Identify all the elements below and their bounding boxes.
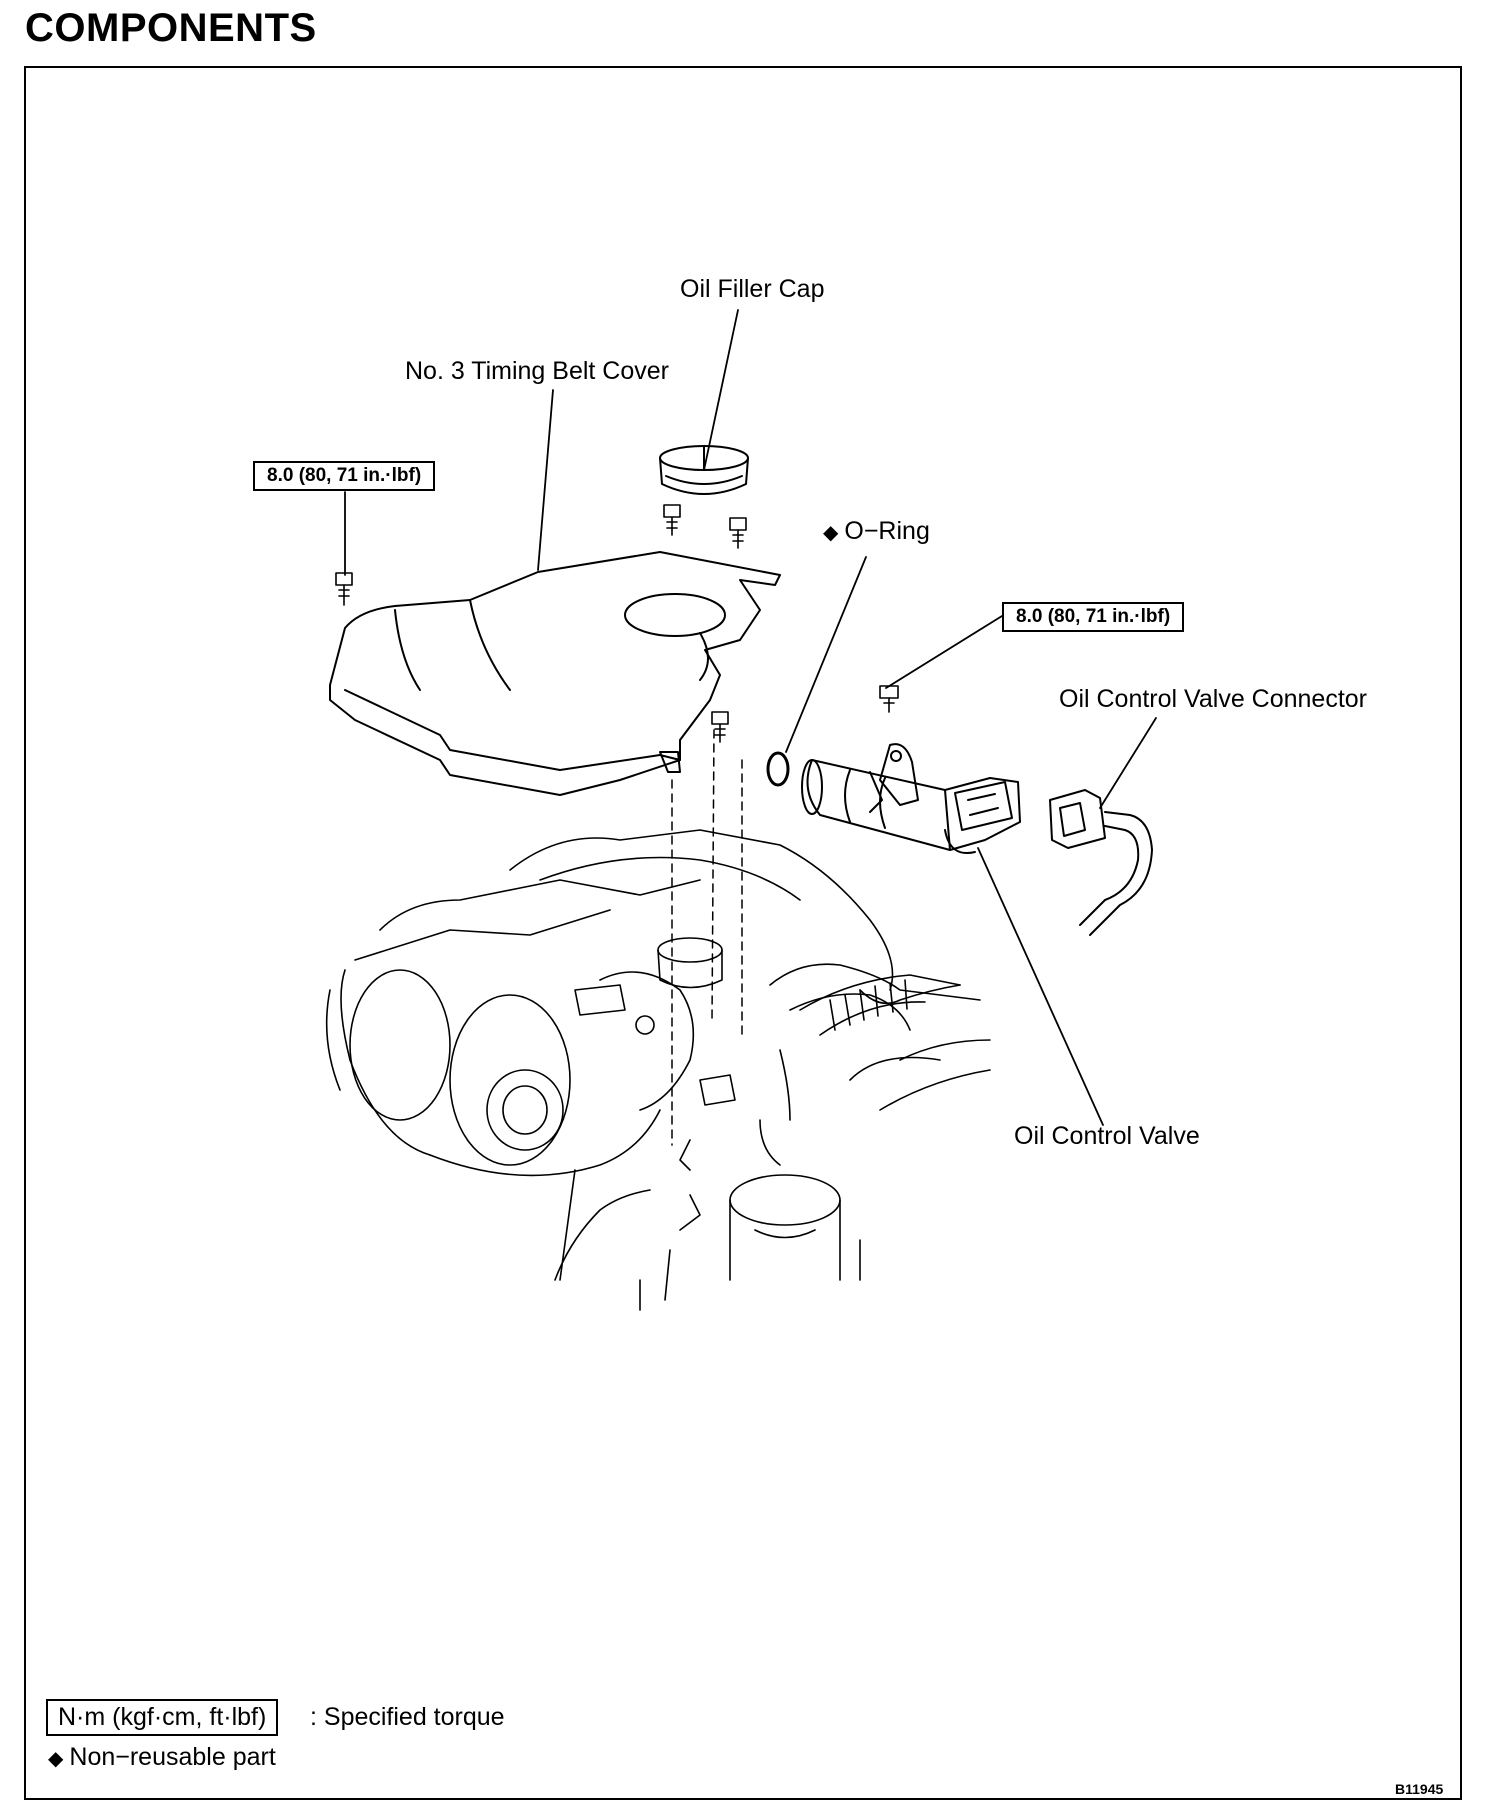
engine-head-drawing: [325, 829, 991, 1311]
ocv-connector-label: Oil Control Valve Connector: [1059, 685, 1368, 713]
bolt-drawings: [335, 504, 899, 743]
legend-torque-description: : Specified torque: [310, 1703, 505, 1731]
torque-spec-ocv-bolt: 8.0 (80, 71 in.·lbf): [1002, 602, 1185, 632]
oil-control-valve-drawing: [801, 743, 1021, 854]
legend-non-reusable-text: Non−reusable part: [69, 1743, 276, 1771]
diagram-frame: [24, 66, 1462, 1800]
timing-belt-cover-label: No. 3 Timing Belt Cover: [405, 357, 669, 385]
oil-filler-cap-drawing: [659, 445, 749, 495]
alignment-lines: [671, 729, 743, 1146]
legend-non-reusable: ◆Non−reusable part: [48, 1743, 276, 1772]
figure-id: B11945: [1395, 1781, 1444, 1797]
hose-drawing: [799, 974, 961, 1036]
bolt-5: [879, 685, 899, 713]
leader-lines: [344, 309, 1157, 1126]
torque-spec-cover-bolt: 8.0 (80, 71 in.·lbf): [253, 461, 436, 491]
ocv-connector-drawing: [1049, 789, 1153, 936]
page-title: COMPONENTS: [25, 6, 317, 50]
timing-belt-cover-drawing: [329, 551, 781, 796]
ocv-label: Oil Control Valve: [1014, 1122, 1200, 1150]
non-reusable-diamond-icon: ◆: [823, 522, 839, 544]
bolt-3: [729, 517, 747, 549]
bolt-4: [711, 711, 729, 743]
o-ring-drawing: [766, 751, 790, 787]
o-ring-label: ◆O−Ring: [823, 517, 930, 546]
o-ring-text: O−Ring: [844, 517, 930, 545]
bolt-2: [663, 504, 681, 536]
legend-torque-unit-box: N·m (kgf·cm, ft·lbf): [46, 1699, 279, 1736]
legend-diamond-icon: ◆: [48, 1748, 64, 1770]
oil-filler-cap-label: Oil Filler Cap: [680, 275, 825, 303]
bolt-1: [335, 572, 353, 606]
